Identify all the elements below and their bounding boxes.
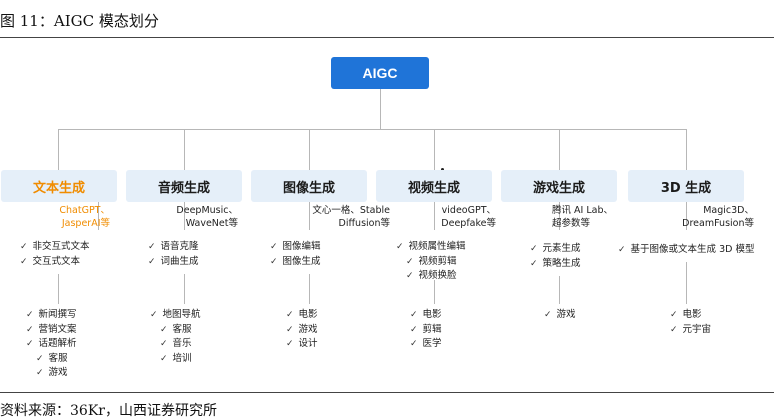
category-3d-generation: 3D 生成 <box>628 170 744 202</box>
branch-connector-6 <box>686 129 687 170</box>
figure-title: 图 11：AIGC 模态划分 <box>0 12 159 30</box>
root-connector <box>380 89 381 129</box>
category-audio-generation: 音频生成 <box>126 170 242 202</box>
list-item: 医学 <box>410 337 442 352</box>
list-item: 客服 <box>150 323 201 338</box>
list-item: 非交互式文本 <box>20 240 90 255</box>
list-item: 视频换脸 <box>396 269 466 284</box>
list-item: 电影 <box>286 308 318 323</box>
top-rule <box>0 37 774 38</box>
features-image-generation: 图像编辑 图像生成 <box>270 240 321 269</box>
list-item: 音乐 <box>150 337 201 352</box>
app-connector-1 <box>58 274 59 304</box>
example-connector-1 <box>98 202 99 230</box>
examples-game-generation: 腾讯 AI Lab、超参数等 <box>552 205 613 229</box>
figure-source: 资料来源：36Kr，山西证券研究所 <box>0 403 217 419</box>
list-item: 地图导航 <box>150 308 201 323</box>
category-game-generation: 游戏生成 <box>501 170 617 202</box>
features-audio-generation: 语音克隆 词曲生成 <box>148 240 199 269</box>
branch-connector-3 <box>309 129 310 170</box>
applications-image-generation: 电影 游戏 设计 <box>286 308 318 352</box>
list-item: 基于图像或文本生成 3D 模型 <box>618 243 755 258</box>
list-item: 交互式文本 <box>20 255 90 270</box>
app-connector-5 <box>559 276 560 304</box>
features-video-generation: 视频属性编辑 视频剪辑 视频换脸 <box>396 240 466 284</box>
features-3d-generation: 基于图像或文本生成 3D 模型 <box>618 243 755 258</box>
examples-3d-generation: Magic3D、DreamFusion等 <box>682 205 754 229</box>
applications-audio-generation: 地图导航 客服 音乐 培训 <box>150 308 201 366</box>
list-item: 元素生成 <box>530 242 581 257</box>
applications-3d-generation: 电影 元宇宙 <box>670 308 712 338</box>
app-connector-4 <box>434 280 435 304</box>
applications-game-generation: 游戏 <box>544 308 576 323</box>
category-video-generation: 视频生成 <box>376 170 492 202</box>
list-item: 电影 <box>670 308 711 323</box>
list-item: 培训 <box>150 352 201 367</box>
examples-audio-generation: DeepMusic、WaveNet等 <box>176 205 238 229</box>
list-item: 元宇宙 <box>670 323 712 338</box>
example-connector-3 <box>309 202 310 230</box>
list-item: 策略生成 <box>530 257 581 272</box>
list-item: 视频剪辑 <box>396 255 466 270</box>
list-item: 剪辑 <box>410 323 442 338</box>
stray-dot <box>441 168 444 171</box>
features-text-generation: 非交互式文本 交互式文本 <box>20 240 90 269</box>
list-item: 电影 <box>410 308 442 323</box>
list-item: 词曲生成 <box>148 255 199 270</box>
applications-video-generation: 电影 剪辑 医学 <box>410 308 442 352</box>
example-connector-6 <box>686 202 687 230</box>
list-item: 图像生成 <box>270 255 321 270</box>
app-connector-3 <box>309 274 310 304</box>
list-item: 话题解析 <box>26 337 77 352</box>
category-image-generation: 图像生成 <box>251 170 367 202</box>
example-connector-5 <box>559 202 560 230</box>
list-item: 语音克隆 <box>148 240 199 255</box>
list-item: 新闻撰写 <box>26 308 77 323</box>
list-item: 营销文案 <box>26 323 77 338</box>
category-text-generation: 文本生成 <box>1 170 117 202</box>
list-item: 设计 <box>286 337 318 352</box>
branch-connector-5 <box>559 129 560 170</box>
example-connector-4 <box>434 202 435 230</box>
example-connector-2 <box>184 202 185 230</box>
branch-connector-4 <box>434 129 435 170</box>
examples-video-generation: videoGPT、Deepfake等 <box>441 205 496 229</box>
list-item: 游戏 <box>544 308 576 323</box>
features-game-generation: 元素生成 策略生成 <box>530 242 581 271</box>
applications-text-generation: 新闻撰写 营销文案 话题解析 客服 游戏 <box>26 308 77 381</box>
list-item: 视频属性编辑 <box>396 240 466 255</box>
app-connector-2 <box>184 274 185 304</box>
list-item: 客服 <box>26 352 77 367</box>
branch-connector-1 <box>58 129 59 170</box>
list-item: 游戏 <box>26 366 77 381</box>
list-item: 游戏 <box>286 323 318 338</box>
list-item: 图像编辑 <box>270 240 321 255</box>
branch-bar <box>58 129 686 130</box>
root-node: AIGC <box>331 57 429 89</box>
bottom-rule <box>0 392 774 393</box>
branch-connector-2 <box>184 129 185 170</box>
examples-text-generation: ChatGPT、JasperAI等 <box>59 205 110 229</box>
app-connector-6 <box>686 262 687 304</box>
